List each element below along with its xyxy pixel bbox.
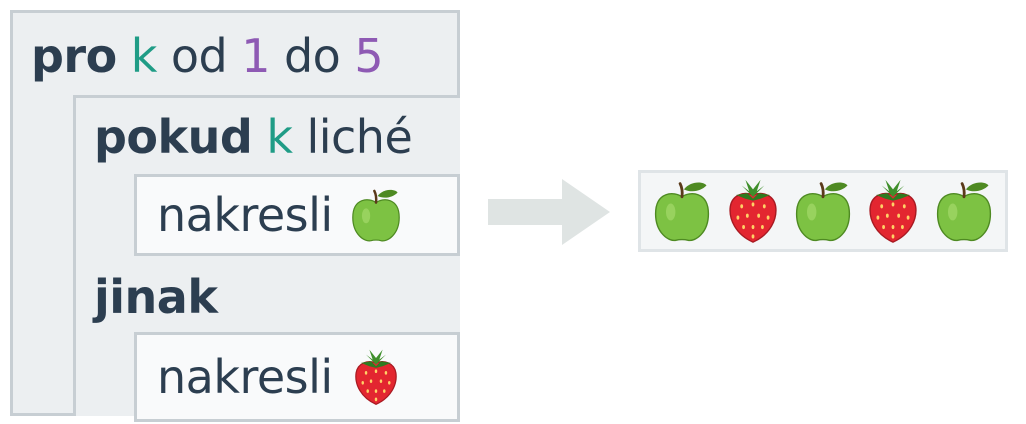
else-keyword: jinak	[94, 270, 218, 324]
loop-body: pokud k liché nakresli jinak nakresli	[73, 95, 460, 422]
loop-variable: k	[130, 29, 158, 83]
strawberry-icon	[724, 178, 782, 244]
if-variable: k	[266, 110, 293, 164]
code-block: pro k od 1 do 5 pokud k liché nakresli j…	[10, 10, 460, 422]
if-header: pokud k liché	[94, 102, 413, 172]
output-strip	[638, 170, 1008, 252]
loop-from-word: od	[170, 29, 228, 83]
else-command-label: nakresli	[157, 350, 333, 404]
loop-to-value: 5	[354, 29, 384, 83]
loop-to-word: do	[283, 29, 341, 83]
arrow-icon	[488, 179, 610, 245]
strawberry-icon	[351, 348, 401, 406]
else-header: jinak	[94, 262, 218, 332]
loop-keyword: pro	[31, 29, 117, 83]
apple-icon	[794, 178, 852, 244]
apple-icon	[351, 186, 401, 244]
then-command: nakresli	[134, 174, 460, 256]
else-command: nakresli	[134, 332, 460, 422]
apple-icon	[653, 178, 711, 244]
strawberry-icon	[864, 178, 922, 244]
if-keyword: pokud	[94, 110, 253, 164]
loop-header: pro k od 1 do 5	[31, 21, 384, 91]
if-condition: liché	[306, 110, 413, 164]
apple-icon	[935, 178, 993, 244]
loop-from-value: 1	[241, 29, 270, 83]
then-command-label: nakresli	[157, 188, 333, 242]
